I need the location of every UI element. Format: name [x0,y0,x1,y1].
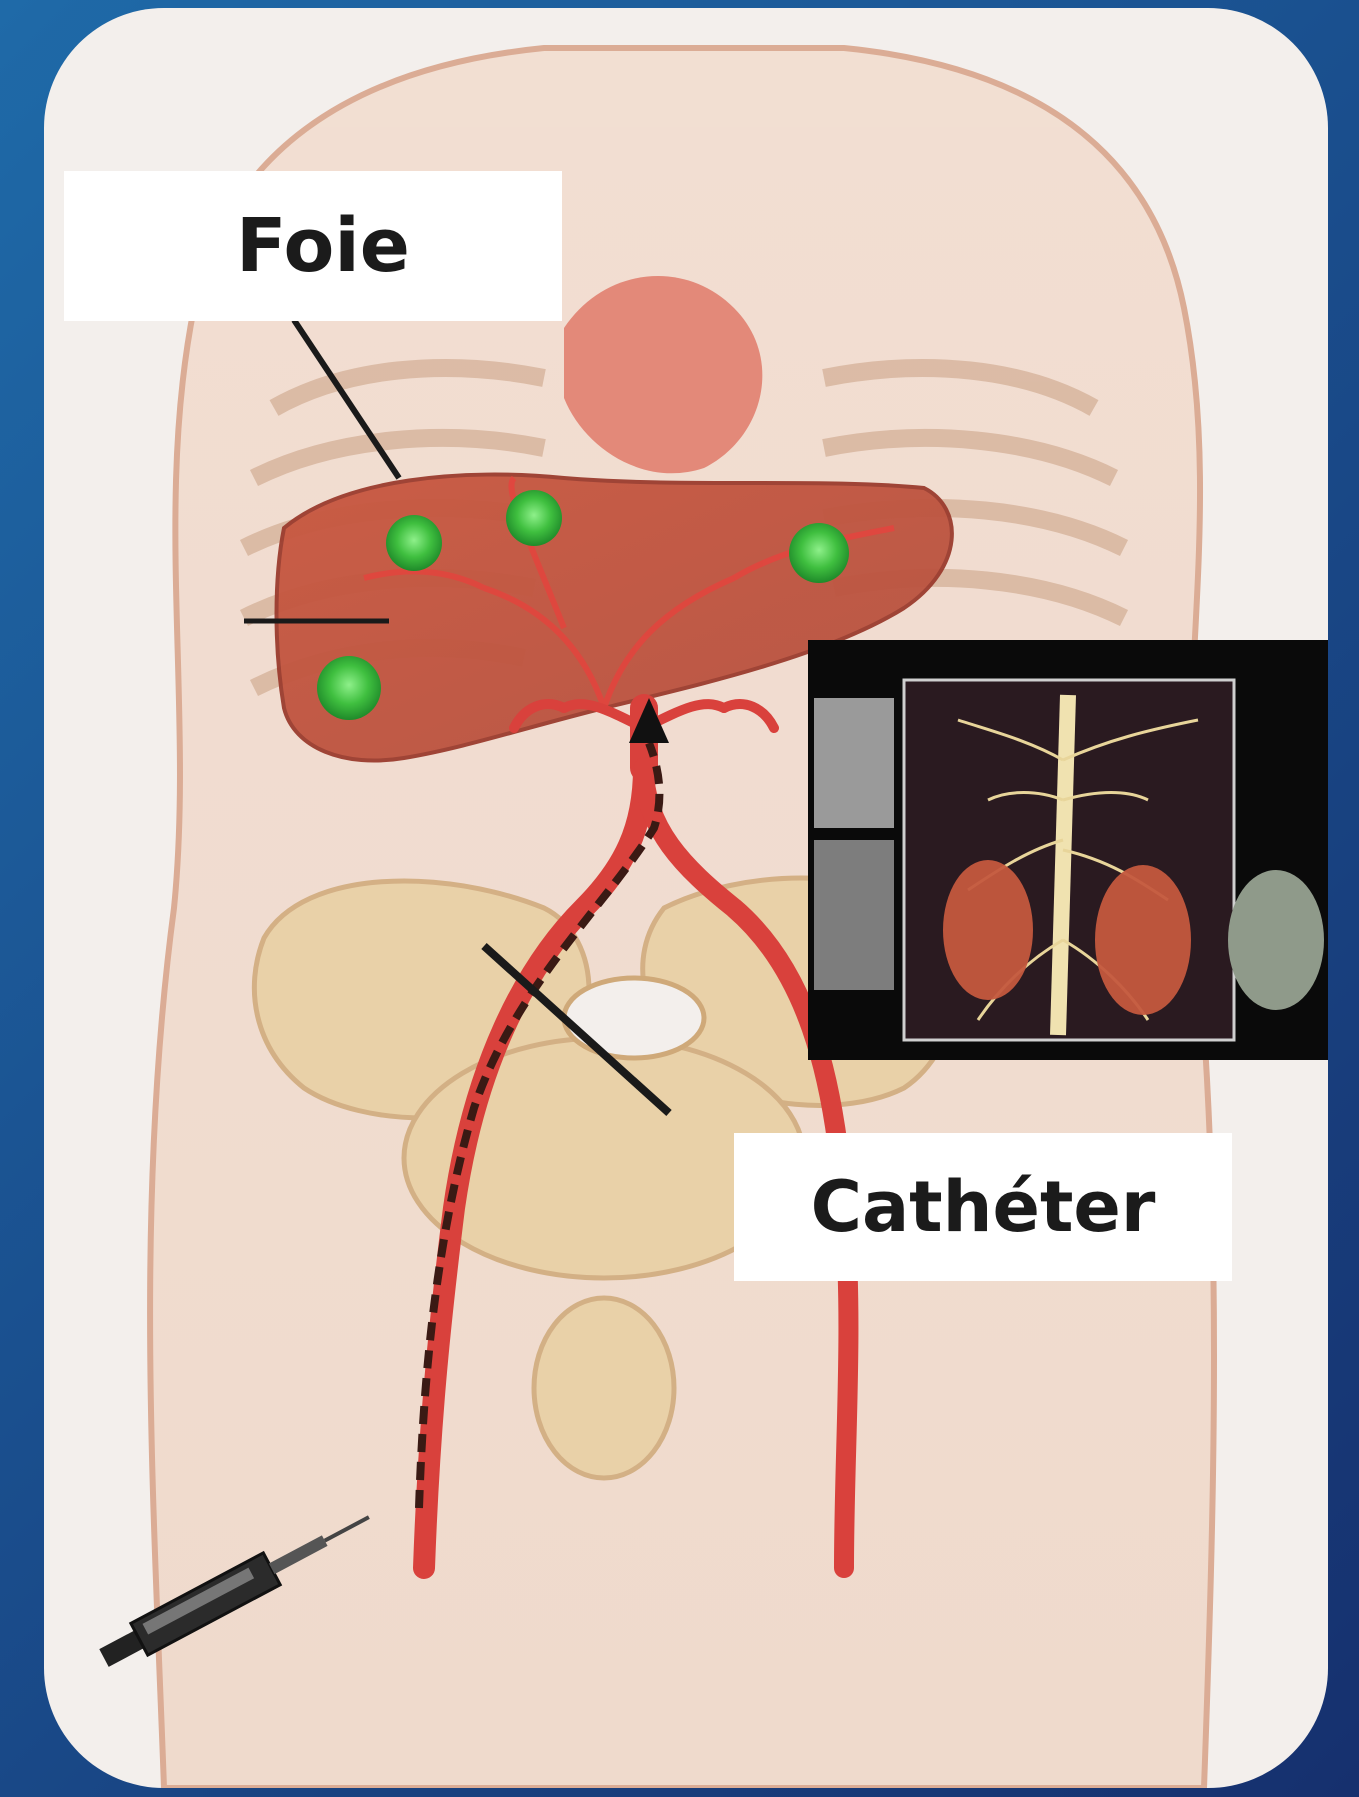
angiography-scan-image [808,640,1328,1060]
tumor [789,523,849,583]
scan-thumbnail [814,698,894,828]
scan-thumbnail [814,840,894,990]
liver-label: Foie [64,171,562,321]
catheter-label: Cathéter [734,1133,1232,1281]
tumor [386,515,442,571]
tumor [317,656,381,720]
pelvis-opening [564,978,704,1058]
tumor [506,490,562,546]
scan-thumbnail [1228,870,1324,1010]
illustration-card: Foie Cathéter [44,8,1328,1788]
